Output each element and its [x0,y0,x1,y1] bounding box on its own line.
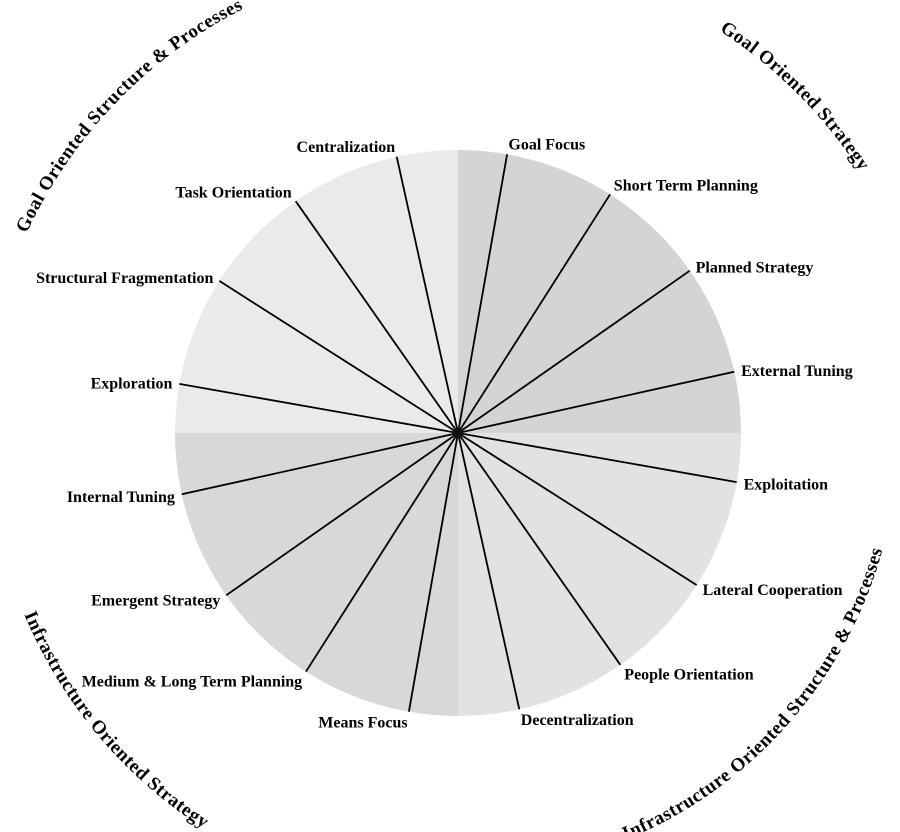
quadrant-top-right [458,150,741,433]
spoke-label-means-focus: Means Focus [318,715,407,732]
spoke-line [457,432,698,586]
spoke-line [457,432,622,666]
spoke-line [457,370,735,434]
spoke-line [181,432,459,496]
spoke-label-short-term-planning: Short Term Planning [614,177,758,194]
spoke-label-planned-strategy: Planned Strategy [696,260,814,277]
spoke-label-lateral-cooperation: Lateral Cooperation [703,582,843,599]
quadrant-title-bottom-left: Infrastructure Oriented Strategy [20,608,213,832]
spoke-label-goal-focus: Goal Focus [508,136,585,153]
spoke-line [457,154,508,434]
quadrant-wedges [175,150,741,716]
spoke-line [457,432,521,710]
spoke-line [457,193,611,434]
spoke-label-task-orientation: Task Orientation [175,184,291,201]
quadrant-bottom-left [175,433,458,716]
spoke-line [457,432,737,483]
center-dot [453,428,463,438]
spoke-label-structural-fragmentation: Structural Fragmentation [36,270,213,287]
spoke-label-emergent-strategy: Emergent Strategy [91,592,220,609]
spoke-label-exploitation: Exploitation [744,476,829,493]
quadrant-top-left [175,150,458,433]
spoke-label-medium-long-term-planning: Medium & Long Term Planning [82,674,302,691]
spoke-label-external-tuning: External Tuning [741,363,853,380]
spoke-line [408,432,459,712]
quadrant-title-top-right: Goal Oriented Strategy [717,17,874,174]
spoke-line [179,383,459,434]
spoke-label-exploration: Exploration [91,376,173,393]
spoke-lines [179,154,737,712]
spoke-line [294,200,459,434]
quadrant-bottom-right [458,433,741,716]
spoke-line [457,269,691,434]
spoke-line [225,432,459,597]
spoke-label-internal-tuning: Internal Tuning [67,489,175,506]
spoke-label-centralization: Centralization [297,139,396,156]
spoke-line [305,432,459,673]
spoke-line [218,280,459,434]
spoke-line [395,156,459,434]
spoke-label-people-orientation: People Orientation [624,667,753,684]
spoke-label-decentralization: Decentralization [521,712,634,729]
